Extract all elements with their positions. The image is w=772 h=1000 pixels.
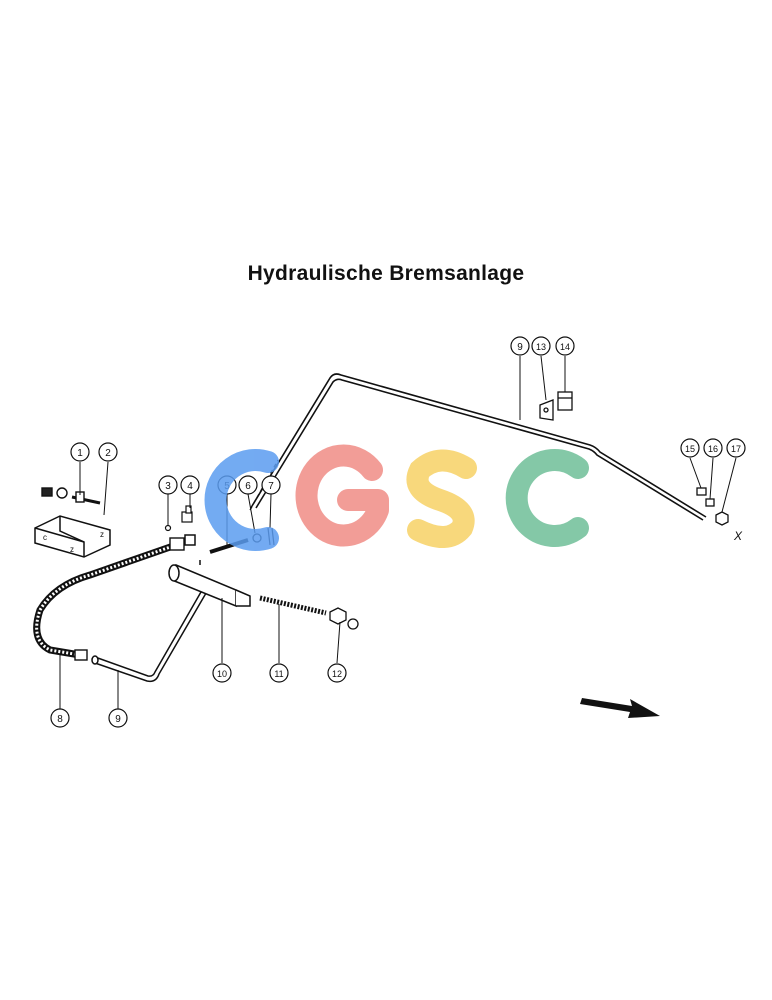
svg-text:2: 2 xyxy=(105,448,111,459)
svg-text:6: 6 xyxy=(245,481,251,492)
callout-6: 6 xyxy=(238,475,258,495)
x-marker: X xyxy=(733,529,743,543)
callout-4: 4 xyxy=(180,475,200,495)
callouts: 1 2 3 4 5 6 7 9 13 14 15 16 17 8 9 10 11… xyxy=(50,336,746,728)
brake-line-short xyxy=(91,584,210,683)
svg-text:13: 13 xyxy=(536,342,546,352)
callout-9-bottom: 9 xyxy=(108,708,128,728)
svg-text:16: 16 xyxy=(708,444,718,454)
svg-text:z: z xyxy=(100,530,104,539)
svg-text:10: 10 xyxy=(217,669,227,679)
valve-fitting xyxy=(181,505,193,523)
brake-cylinder xyxy=(168,534,251,608)
leader-lines xyxy=(59,355,737,718)
mounting-bracket: c z z xyxy=(34,515,111,558)
threaded-rod xyxy=(259,595,327,616)
watermark-logo xyxy=(204,444,589,551)
callout-10: 10 xyxy=(212,663,232,683)
callout-3: 3 xyxy=(158,475,178,495)
svg-text:4: 4 xyxy=(187,481,193,492)
bolt-with-nut xyxy=(41,487,101,505)
callout-7: 7 xyxy=(261,475,281,495)
callout-15: 15 xyxy=(680,438,700,458)
svg-text:17: 17 xyxy=(731,444,741,454)
callout-8: 8 xyxy=(50,708,70,728)
pipe-clamp xyxy=(539,391,573,421)
brake-hose xyxy=(33,537,185,661)
callout-14: 14 xyxy=(555,336,575,356)
svg-text:9: 9 xyxy=(115,714,121,725)
watermark-letter-g xyxy=(295,444,389,547)
watermark-letter-c1 xyxy=(204,449,279,551)
callout-13: 13 xyxy=(531,336,551,356)
brake-line-long xyxy=(249,373,707,521)
svg-text:14: 14 xyxy=(560,342,570,352)
direction-arrow-icon xyxy=(580,698,660,718)
svg-text:9: 9 xyxy=(517,342,523,353)
hex-nut xyxy=(329,607,359,630)
svg-text:1: 1 xyxy=(77,448,83,459)
svg-text:c: c xyxy=(43,533,47,542)
ball-part xyxy=(164,524,172,532)
diagram-title: Hydraulische Bremsanlage xyxy=(247,262,525,285)
svg-text:8: 8 xyxy=(57,714,63,725)
svg-text:12: 12 xyxy=(332,669,342,679)
svg-text:7: 7 xyxy=(268,481,274,492)
callout-11: 11 xyxy=(269,663,289,683)
watermark-letter-s xyxy=(406,449,477,548)
svg-text:11: 11 xyxy=(274,669,283,679)
callout-1: 1 xyxy=(70,442,90,462)
callout-9-top: 9 xyxy=(510,336,530,356)
callout-16: 16 xyxy=(703,438,723,458)
callout-12: 12 xyxy=(327,663,347,683)
svg-text:3: 3 xyxy=(165,481,171,492)
callout-17: 17 xyxy=(726,438,746,458)
callout-2: 2 xyxy=(98,442,118,462)
svg-text:z: z xyxy=(70,545,74,554)
watermark-letter-c2 xyxy=(505,449,589,547)
svg-text:15: 15 xyxy=(685,444,695,454)
